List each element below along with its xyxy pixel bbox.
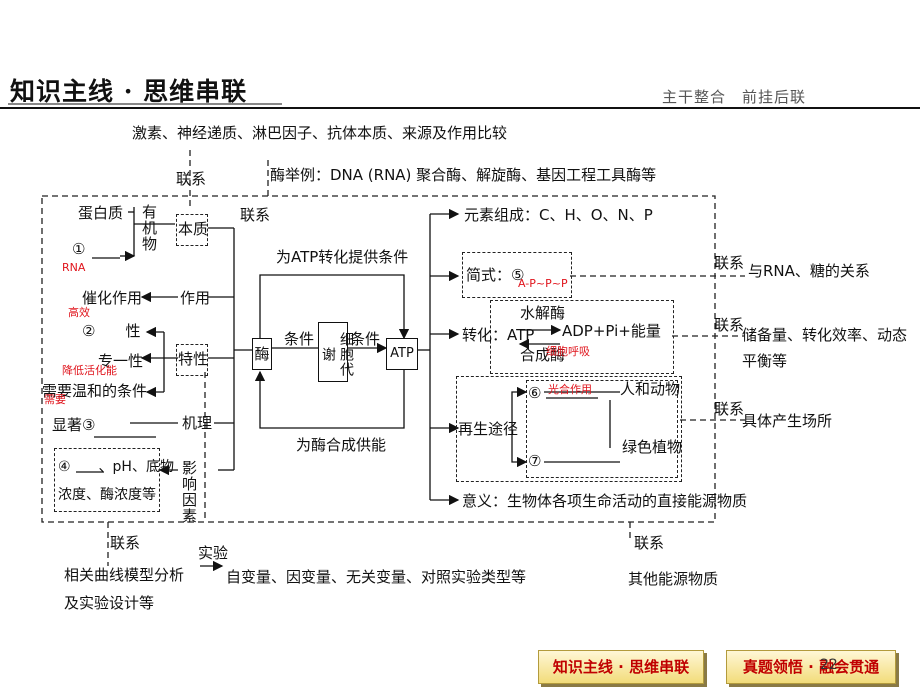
nav-current-label: 知识主线 · 思维串联 (552, 658, 690, 676)
cell-metabolism-box: 细胞代谢 (318, 322, 354, 382)
circle6: ⑥ (528, 384, 542, 402)
enzyme-box: 酶 (252, 338, 272, 370)
cell-metabolism-label: 细胞代谢 (320, 331, 354, 377)
top-compare: 激素、神经递质、淋巴因子、抗体本质、来源及作用比较 (132, 124, 508, 142)
transform-right: ADP+Pi+能量 (562, 322, 661, 340)
green-plants: 绿色植物 (622, 438, 683, 456)
atp-label: ATP (390, 346, 414, 361)
variables: 自变量、因变量、无关变量、对照实验类型等 (226, 568, 527, 586)
condition-left: 条件 (284, 330, 315, 348)
site: 具体产生场所 (742, 412, 833, 430)
function: 作用 (180, 289, 211, 307)
factor-box (54, 448, 160, 512)
storage: 储备量、转化效率、动态 (742, 326, 908, 344)
factor4b: 浓度、酶浓度等 (58, 487, 156, 503)
circle7: ⑦ (528, 452, 542, 470)
factor4: ④ 、pH、底物 (58, 459, 174, 475)
essence-box (176, 214, 208, 246)
essence: 本质 (178, 220, 209, 238)
link-r3: 联系 (714, 400, 745, 418)
rna-answer: RNA (62, 261, 86, 274)
link-left-top: 联系 (176, 170, 207, 188)
meaning: 意义：生物体各项生命活动的直接能源物质 (462, 492, 748, 510)
enzyme-label: 酶 (254, 345, 270, 363)
specific: 专一性 (98, 352, 144, 370)
influence: 影响因素 (180, 460, 198, 524)
nav-current-button[interactable]: 知识主线 · 思维串联 (538, 650, 704, 684)
protein: 蛋白质 (78, 204, 124, 222)
rna-circle: ① (72, 240, 86, 258)
link-bottom-right: 联系 (634, 534, 665, 552)
hydrolase: 水解酶 (520, 304, 566, 322)
humans-animals: 人和动物 (620, 380, 681, 398)
experiment: 实验 (198, 544, 229, 562)
enzyme-examples: 酶举例：DNA (RNA) 聚合酶、解旋酶、基因工程工具酶等 (270, 166, 657, 184)
elements: 元素组成：C、H、O、N、P (464, 206, 653, 224)
nav-next-label: 真题领悟 · 融会贯通 (742, 658, 880, 676)
regen-box (456, 376, 682, 482)
nav-next-button[interactable]: 真题领悟 · 融会贯通 (726, 650, 896, 684)
formula: 简式：⑤ (466, 266, 525, 284)
other-energy: 其他能源物质 (628, 570, 719, 588)
link-r1: 联系 (714, 254, 745, 272)
significant: 显著③ (52, 416, 96, 434)
transform-box (490, 300, 674, 374)
condition-right: 条件 (350, 330, 381, 348)
traits-box (176, 344, 208, 376)
balance: 平衡等 (742, 352, 788, 370)
curve1: 相关曲线模型分析 (64, 566, 185, 584)
efficient-answer: 高效 (68, 306, 90, 319)
mild-answer: 需要 (44, 393, 66, 406)
provide-enzyme: 为酶合成供能 (296, 436, 387, 454)
rel-rna: 与RNA、糖的关系 (748, 262, 870, 280)
regen-inner-box (526, 380, 678, 478)
organic: 有机物 (140, 204, 158, 252)
formula-box (462, 252, 572, 298)
photosynthesis-answer: 光合作用 (548, 383, 592, 396)
catalysis: 催化作用 (82, 289, 143, 307)
atp-box: ATP (386, 338, 418, 370)
link-r2: 联系 (714, 316, 745, 334)
regen: 再生途径 (458, 420, 519, 438)
lower-energy-answer: 降低活化能 (62, 364, 117, 377)
formula-answer: A-P~P~P (518, 277, 568, 290)
mechanism: 机理 (182, 414, 213, 432)
link-mid-top: 联系 (240, 206, 271, 224)
page-title: 知识主线 · 思维串联 (10, 77, 248, 106)
curve2: 及实验设计等 (64, 594, 155, 612)
provide-atp: 为ATP转化提供条件 (276, 248, 409, 266)
traits: 特性 (178, 350, 209, 368)
page-subtitle: 主干整合 前挂后联 (662, 88, 807, 106)
respiration-answer: 细胞呼吸 (546, 345, 590, 358)
link-bottom-left: 联系 (110, 534, 141, 552)
transform-left: 转化：ATP (462, 326, 535, 344)
mild: 需要温和的条件 (42, 382, 148, 400)
synthase: 合成酶 (520, 346, 566, 364)
page-number: 22 (820, 657, 838, 673)
trait2: ② 性 (82, 322, 141, 340)
